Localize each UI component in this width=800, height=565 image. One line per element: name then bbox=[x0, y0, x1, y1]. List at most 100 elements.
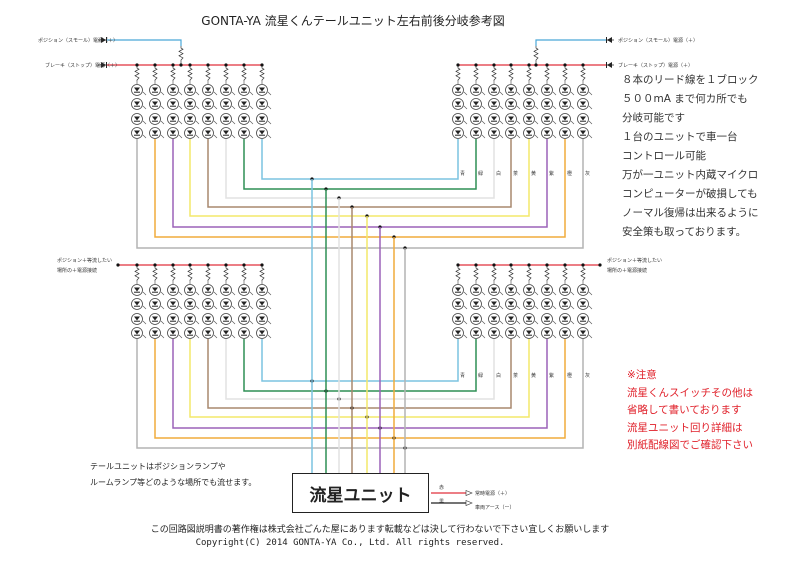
led-light-arrow bbox=[481, 105, 486, 110]
led-light-arrow bbox=[463, 120, 468, 125]
led-light-arrow bbox=[231, 305, 236, 310]
led-light-arrow bbox=[142, 134, 147, 139]
led-light-arrow bbox=[213, 291, 218, 296]
led-triangle bbox=[259, 130, 265, 135]
output-wire-black-label: 黒 bbox=[439, 499, 445, 505]
led-triangle bbox=[170, 130, 176, 135]
led-triangle bbox=[205, 130, 211, 135]
led-light-arrow bbox=[570, 305, 575, 310]
led-light-arrow bbox=[195, 320, 200, 325]
resistor-icon bbox=[134, 66, 140, 81]
led-triangle bbox=[152, 87, 158, 92]
led-triangle bbox=[544, 87, 550, 92]
led-triangle bbox=[170, 87, 176, 92]
led-triangle bbox=[170, 287, 176, 292]
led-light-arrow bbox=[588, 105, 593, 110]
led-triangle bbox=[205, 301, 211, 306]
led-triangle bbox=[580, 130, 586, 135]
led-triangle bbox=[544, 287, 550, 292]
led-light-arrow bbox=[195, 305, 200, 310]
led-triangle bbox=[241, 116, 247, 121]
led-light-arrow bbox=[142, 105, 147, 110]
led-triangle bbox=[223, 287, 229, 292]
led-light-arrow bbox=[570, 334, 575, 339]
label-custom-power-left-2: 場所の＋電源接続 bbox=[57, 268, 98, 274]
led-triangle bbox=[223, 130, 229, 135]
resistor-icon bbox=[241, 66, 247, 81]
led-light-arrow bbox=[481, 91, 486, 96]
resistor-icon bbox=[544, 66, 550, 81]
warning-line: 流星ユニット回り詳細は bbox=[627, 421, 743, 434]
led-light-arrow bbox=[249, 91, 254, 96]
wire-color-label: 青 bbox=[460, 373, 466, 379]
led-light-arrow bbox=[160, 334, 165, 339]
led-light-arrow bbox=[499, 120, 504, 125]
led-triangle bbox=[152, 116, 158, 121]
resistor-icon bbox=[455, 66, 461, 81]
junction-dot bbox=[581, 263, 585, 267]
led-light-arrow bbox=[552, 120, 557, 125]
resistor-icon bbox=[223, 266, 229, 281]
led-light-arrow bbox=[213, 91, 218, 96]
junction-dot bbox=[545, 63, 549, 67]
led-triangle bbox=[152, 130, 158, 135]
led-triangle bbox=[544, 330, 550, 335]
wire-0-top bbox=[261, 139, 459, 180]
led-light-arrow bbox=[160, 305, 165, 310]
wire-3-top bbox=[207, 139, 512, 208]
position-line-left bbox=[107, 39, 182, 46]
led-light-arrow bbox=[213, 120, 218, 125]
led-triangle bbox=[491, 130, 497, 135]
led-triangle bbox=[508, 330, 514, 335]
led-light-arrow bbox=[178, 120, 183, 125]
junction-dot bbox=[260, 263, 264, 267]
resistor-icon bbox=[562, 66, 568, 81]
resistor-icon bbox=[187, 266, 193, 281]
led-light-arrow bbox=[195, 91, 200, 96]
junction-dot bbox=[509, 63, 513, 67]
resistor-icon bbox=[259, 266, 265, 281]
junction-dot bbox=[527, 263, 531, 267]
warning-line: 省略して書いております bbox=[627, 404, 742, 416]
led-triangle bbox=[580, 301, 586, 306]
led-triangle bbox=[473, 130, 479, 135]
led-triangle bbox=[526, 330, 532, 335]
led-light-arrow bbox=[249, 120, 254, 125]
arrow-icon bbox=[465, 490, 473, 496]
led-light-arrow bbox=[534, 305, 539, 310]
led-triangle bbox=[580, 87, 586, 92]
led-light-arrow bbox=[213, 134, 218, 139]
led-triangle bbox=[259, 301, 265, 306]
junction-dot bbox=[206, 63, 210, 67]
warning-line: 流星くんスイッチその他は bbox=[627, 386, 753, 399]
resistor-icon bbox=[491, 66, 497, 81]
led-light-arrow bbox=[552, 91, 557, 96]
usage-note-line: テールユニットはポジションランプや bbox=[90, 462, 226, 471]
wire-color-label: 黄 bbox=[531, 171, 537, 177]
junction-dot bbox=[492, 63, 496, 67]
led-light-arrow bbox=[463, 334, 468, 339]
led-triangle bbox=[187, 316, 193, 321]
led-triangle bbox=[187, 101, 193, 106]
led-triangle bbox=[473, 316, 479, 321]
led-light-arrow bbox=[481, 134, 486, 139]
label-position-power-left: ポジション（スモール）電源（＋） bbox=[38, 38, 119, 44]
led-light-arrow bbox=[142, 305, 147, 310]
label-custom-power-right-2: 場所の＋電源接続 bbox=[607, 268, 648, 274]
note-line: ５００mA まで何カ所でも bbox=[622, 93, 748, 105]
led-light-arrow bbox=[481, 305, 486, 310]
resistor-icon bbox=[455, 266, 461, 281]
led-light-arrow bbox=[534, 105, 539, 110]
led-light-arrow bbox=[552, 134, 557, 139]
led-triangle bbox=[544, 130, 550, 135]
led-triangle bbox=[562, 130, 568, 135]
led-triangle bbox=[223, 330, 229, 335]
wire-5-top bbox=[172, 139, 548, 228]
led-light-arrow bbox=[195, 105, 200, 110]
junction-dot bbox=[527, 63, 531, 67]
resistor-icon bbox=[205, 266, 211, 281]
junction-dot bbox=[188, 263, 192, 267]
led-triangle bbox=[544, 316, 550, 321]
wire-color-label: 茶 bbox=[513, 373, 519, 379]
note-line: １台のユニットで車一台 bbox=[622, 131, 738, 143]
